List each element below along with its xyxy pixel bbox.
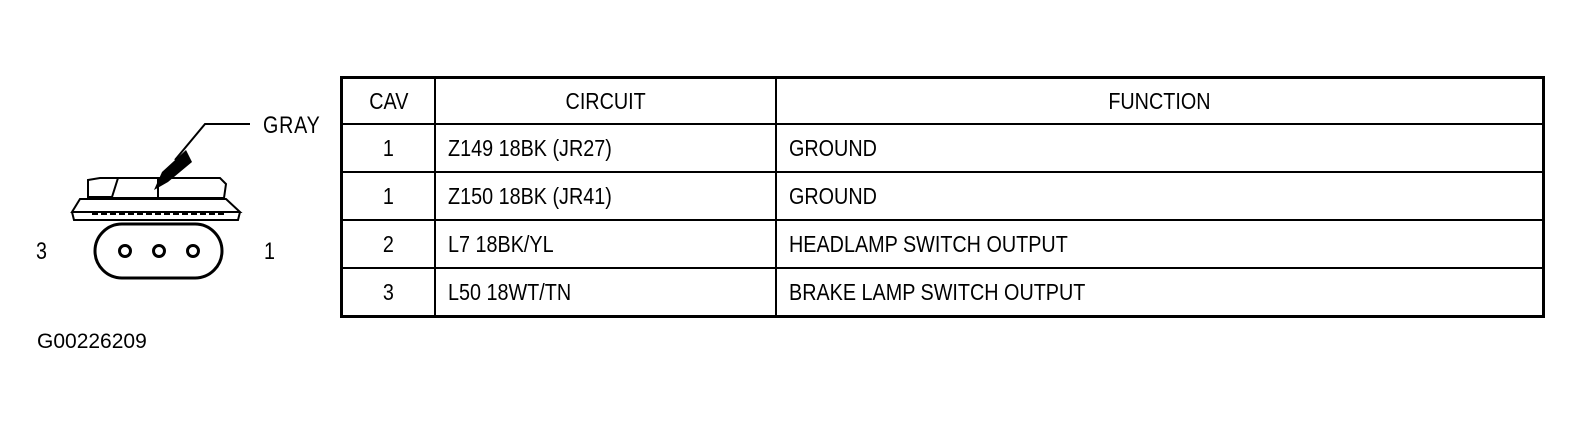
header-function: FUNCTION — [775, 76, 1545, 125]
pin-2-icon — [152, 244, 166, 258]
table-header-row: CAV CIRCUIT FUNCTION — [340, 76, 1545, 125]
cell-function: BRAKE LAMP SWITCH OUTPUT — [775, 267, 1545, 318]
pin-left-label: 3 — [36, 238, 47, 265]
connector-color-label: GRAY — [263, 112, 321, 139]
cell-cav: 1 — [340, 171, 436, 221]
table-row: 1 Z149 18BK (JR27) GROUND — [340, 123, 1545, 173]
figure-id: G00226209 — [37, 330, 147, 353]
cell-circuit: Z149 18BK (JR27) — [434, 123, 777, 173]
header-cav: CAV — [340, 76, 436, 125]
cell-cav: 3 — [340, 267, 436, 318]
table-row: 1 Z150 18BK (JR41) GROUND — [340, 171, 1545, 221]
pin-1-icon — [186, 244, 200, 258]
table-row: 3 L50 18WT/TN BRAKE LAMP SWITCH OUTPUT — [340, 267, 1545, 318]
cell-circuit: L7 18BK/YL — [434, 219, 777, 269]
header-circuit: CIRCUIT — [434, 76, 777, 125]
cell-cav: 1 — [340, 123, 436, 173]
cell-circuit: Z150 18BK (JR41) — [434, 171, 777, 221]
cell-function: HEADLAMP SWITCH OUTPUT — [775, 219, 1545, 269]
pinout-table: CAV CIRCUIT FUNCTION 1 Z149 18BK (JR27) … — [340, 76, 1545, 318]
cell-function: GROUND — [775, 171, 1545, 221]
color-leader-arrow — [154, 123, 250, 190]
pin-3-icon — [118, 244, 132, 258]
connector-pins — [118, 244, 200, 258]
cell-cav: 2 — [340, 219, 436, 269]
connector-housing — [70, 177, 243, 280]
cell-circuit: L50 18WT/TN — [434, 267, 777, 318]
connector-illustration — [70, 123, 250, 280]
table-row: 2 L7 18BK/YL HEADLAMP SWITCH OUTPUT — [340, 219, 1545, 269]
pin-right-label: 1 — [264, 238, 275, 265]
cell-function: GROUND — [775, 123, 1545, 173]
